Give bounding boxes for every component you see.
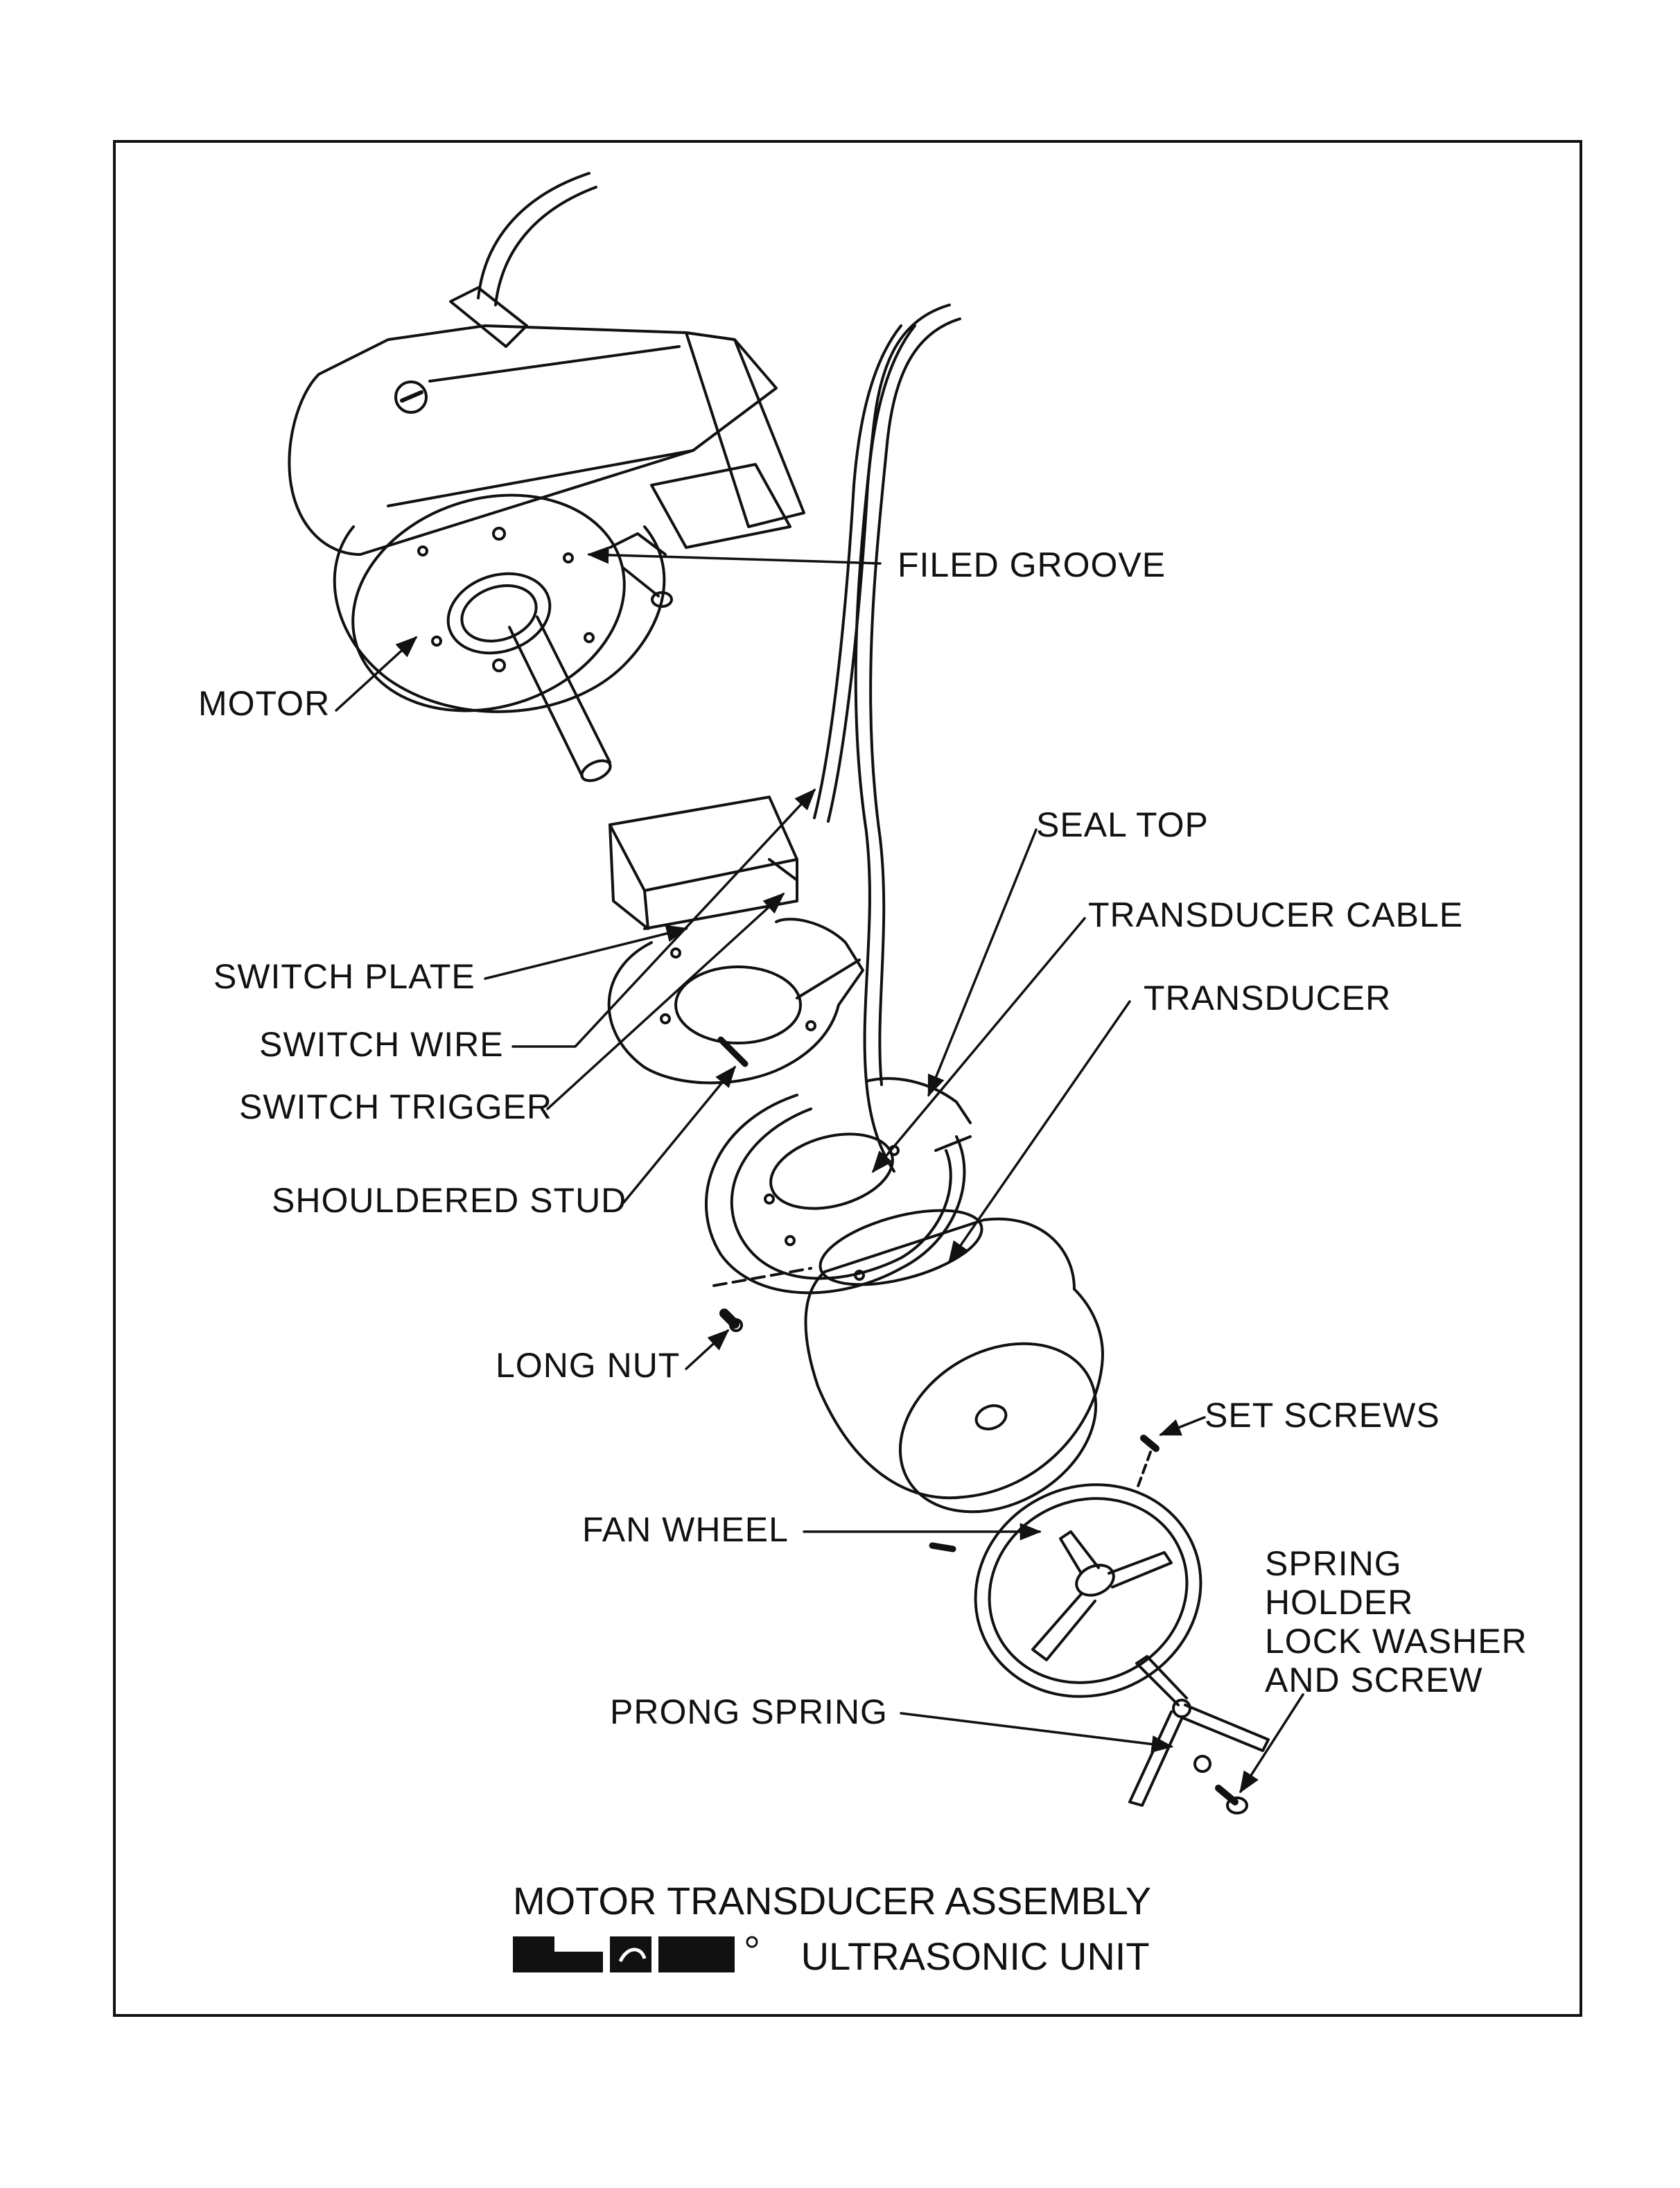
leader-filed-groove bbox=[586, 546, 882, 565]
label-prong-spring: PRONG SPRING bbox=[610, 1692, 888, 1731]
label-holder: HOLDER bbox=[1265, 1583, 1414, 1622]
leader-spring-holder bbox=[1239, 1693, 1304, 1794]
caption-title: MOTOR TRANSDUCER ASSEMBLY bbox=[513, 1879, 1152, 1923]
leader-motor bbox=[335, 636, 418, 712]
motor-part bbox=[288, 172, 805, 782]
leader-switch-wire bbox=[511, 788, 816, 1048]
label-switch-trigger: SWITCH TRIGGER bbox=[239, 1087, 552, 1126]
label-switch-wire: SWITCH WIRE bbox=[259, 1025, 504, 1064]
label-lock-washer: LOCK WASHER bbox=[1265, 1622, 1528, 1661]
seal-top-part bbox=[705, 1077, 972, 1295]
leader-lines bbox=[335, 546, 1304, 1794]
transducer-part bbox=[804, 1209, 1104, 1514]
caption-subtitle: ULTRASONIC UNIT bbox=[800, 1934, 1150, 1978]
label-spring-holder-lock-washer-screw: SPRING HOLDER LOCK WASHER AND SCREW bbox=[1265, 1544, 1528, 1699]
label-spring: SPRING bbox=[1265, 1544, 1402, 1583]
label-filed-groove: FILED GROOVE bbox=[898, 545, 1166, 584]
leader-shouldered-stud bbox=[622, 1065, 736, 1204]
label-fan-wheel: FAN WHEEL bbox=[582, 1510, 789, 1549]
leader-transducer bbox=[948, 1000, 1131, 1263]
transducer-cable-part bbox=[813, 304, 961, 1173]
leader-transducer-cable bbox=[871, 917, 1086, 1173]
caption-subtitle-row: ULTRASONIC UNIT bbox=[513, 1934, 1150, 1979]
fan-wheel-part bbox=[974, 1483, 1202, 1698]
label-switch-plate: SWITCH PLATE bbox=[213, 957, 475, 996]
leader-prong-spring bbox=[900, 1712, 1174, 1753]
long-nut-part bbox=[712, 1267, 812, 1332]
prong-spring-part bbox=[1128, 1655, 1270, 1807]
leader-set-screws bbox=[1159, 1416, 1206, 1436]
leader-switch-plate bbox=[484, 925, 689, 980]
label-long-nut: LONG NUT bbox=[496, 1346, 681, 1385]
lock-washer-screw-part bbox=[1193, 1755, 1248, 1814]
label-shouldered-stud: SHOULDERED STUD bbox=[272, 1181, 627, 1220]
label-seal-top: SEAL TOP bbox=[1036, 805, 1209, 844]
label-motor: MOTOR bbox=[198, 684, 331, 723]
label-transducer-cable: TRANSDUCER CABLE bbox=[1088, 895, 1464, 934]
set-screws-part bbox=[929, 1435, 1160, 1552]
leader-seal-top bbox=[927, 828, 1038, 1097]
label-set-screws: SET SCREWS bbox=[1205, 1396, 1440, 1435]
label-and-screw: AND SCREW bbox=[1265, 1661, 1483, 1699]
switch-plate-part bbox=[607, 796, 864, 1085]
label-transducer: TRANSDUCER bbox=[1144, 979, 1392, 1017]
leader-long-nut bbox=[685, 1329, 730, 1370]
leader-switch-trigger bbox=[546, 892, 785, 1110]
brand-logo-mark bbox=[513, 1936, 758, 1972]
diagram-frame bbox=[113, 140, 1582, 2017]
